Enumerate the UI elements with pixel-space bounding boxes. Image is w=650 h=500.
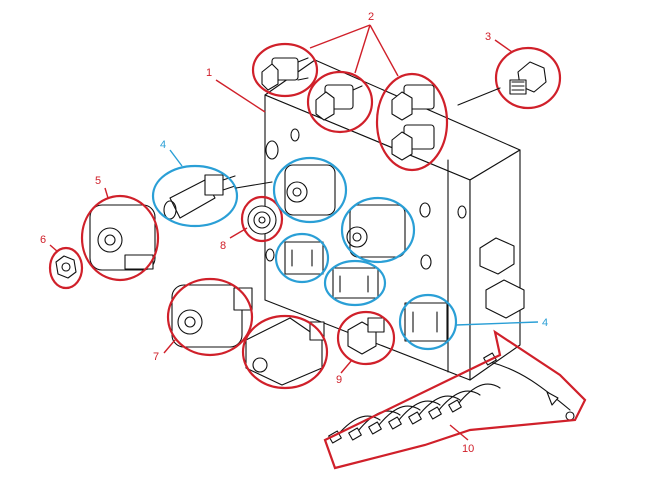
highlight-connector-2 <box>323 259 387 307</box>
connector-box-2 <box>332 267 379 299</box>
elbow-fitting-2 <box>315 84 363 121</box>
highlight-fitting-1 <box>251 42 319 98</box>
highlight-cartridge <box>151 164 239 228</box>
valve-cartridge-small <box>247 205 277 235</box>
hex-valve-body <box>245 317 325 386</box>
highlight-coil-5 <box>80 194 160 282</box>
highlight-nut <box>48 246 84 290</box>
callout-9: 9 <box>336 374 342 386</box>
leader-lines <box>49 24 539 441</box>
solenoid-coil-lower <box>171 284 253 348</box>
callout-2: 2 <box>368 11 374 23</box>
callout-8: 8 <box>220 240 226 252</box>
cartridge-valve <box>163 174 236 220</box>
highlight-connector-1 <box>274 232 330 284</box>
highlight-hex-valve <box>241 314 329 390</box>
solenoid-coil-middle <box>346 204 406 258</box>
callout-4-left: 4 <box>160 139 166 151</box>
highlight-connector-3 <box>398 293 458 351</box>
highlight-bleed-valve <box>336 310 396 366</box>
wire-harness <box>328 352 575 444</box>
right-side-fittings <box>479 237 525 319</box>
elbow-fitting-1 <box>261 57 309 91</box>
red-highlights <box>48 42 587 470</box>
highlight-fitting-3 <box>375 72 449 172</box>
blue-highlights <box>151 156 458 351</box>
highlight-valve-8 <box>240 195 284 243</box>
highlight-plug <box>494 46 562 110</box>
elbow-fitting-3 <box>391 84 435 161</box>
callout-6: 6 <box>40 234 46 246</box>
connector-box-1 <box>284 241 324 275</box>
solenoid-coil-upper <box>284 164 336 216</box>
connector-box-3 <box>404 302 448 342</box>
plug-fitting <box>509 61 547 95</box>
callout-5: 5 <box>95 175 101 187</box>
callout-4-right: 4 <box>542 317 548 329</box>
solenoid-coil-loose <box>89 204 156 271</box>
callout-labels: 1 2 3 4 4 5 6 7 8 9 10 <box>40 11 548 455</box>
highlight-coil-upper <box>272 156 348 224</box>
bleed-valve <box>347 317 385 355</box>
callout-3: 3 <box>485 31 491 43</box>
highlight-fitting-2 <box>306 70 374 134</box>
callout-1: 1 <box>206 67 212 79</box>
callout-10: 10 <box>462 443 474 455</box>
highlight-coil-7 <box>166 277 254 357</box>
highlight-coil-middle <box>340 196 416 264</box>
nut <box>55 255 77 279</box>
callout-7: 7 <box>153 351 159 363</box>
highlight-harness <box>323 329 587 470</box>
